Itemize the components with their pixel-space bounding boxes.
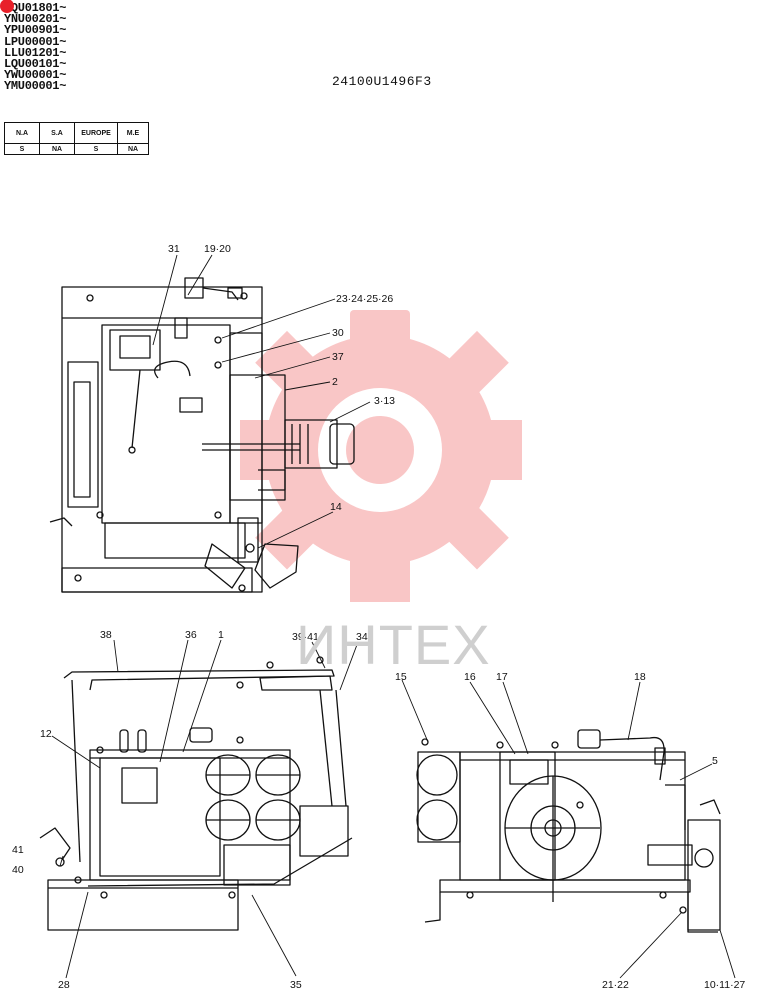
callout-34: 34 (356, 631, 368, 643)
callout-28: 28 (58, 979, 70, 991)
callout-labels: 31 19·20 23·24·25·26 30 37 2 3·13 14 38 … (12, 243, 745, 991)
serial-range: LLU01201~ (4, 45, 67, 60)
callout-40: 40 (12, 864, 24, 876)
serial-range: LQU00101~ (4, 57, 67, 72)
callout-30: 30 (332, 327, 344, 339)
serial-range: YMU00001~ (4, 79, 67, 94)
callout-35: 35 (290, 979, 302, 991)
region-value: S (74, 143, 118, 155)
serial-range: YWU00001~ (4, 68, 67, 83)
red-badge-icon (0, 0, 14, 13)
serial-range: YQU01801~ (4, 1, 67, 15)
serial-range: YNU00201~ (4, 12, 67, 27)
callout-37: 37 (332, 351, 344, 363)
region-value: S (4, 143, 40, 155)
callout-31: 31 (168, 243, 180, 255)
callout-18: 18 (634, 671, 646, 683)
callout-10-11-27: 10·11·27 (704, 979, 745, 991)
callout-15: 15 (395, 671, 407, 683)
callout-21-22: 21·22 (602, 979, 629, 991)
side-view-left-assembly (39, 656, 353, 931)
leader-lines (51, 254, 736, 979)
callout-3-13: 3·13 (374, 395, 395, 407)
region-value: NA (117, 143, 149, 155)
side-view-right-assembly (416, 729, 721, 933)
serial-range-list: YQU01801~ YNU00201~ YPU00901~ LPU00001~ … (0, 0, 67, 94)
callout-19-20: 19·20 (204, 243, 231, 255)
callout-38: 38 (100, 629, 112, 641)
callout-41: 41 (12, 844, 24, 856)
callout-39-41: 39·41 (292, 631, 319, 643)
callout-14: 14 (330, 501, 342, 513)
callout-2: 2 (332, 376, 338, 388)
callout-12: 12 (40, 728, 52, 740)
serial-range: YPU00901~ (4, 23, 67, 38)
callout-23-24-25-26: 23·24·25·26 (336, 293, 393, 305)
callout-1: 1 (218, 629, 224, 641)
callout-16: 16 (464, 671, 476, 683)
part-code: 24100U1496F3 (332, 74, 432, 89)
callout-17: 17 (496, 671, 508, 683)
callout-36: 36 (185, 629, 197, 641)
watermark-text: ИНТЕХ (296, 613, 491, 676)
callout-5: 5 (712, 755, 718, 767)
top-view-assembly (49, 277, 355, 593)
region-availability-table: N.A S.A EUROPE M.E S NA S NA (4, 122, 149, 155)
serial-range: LPU00001~ (4, 34, 67, 49)
